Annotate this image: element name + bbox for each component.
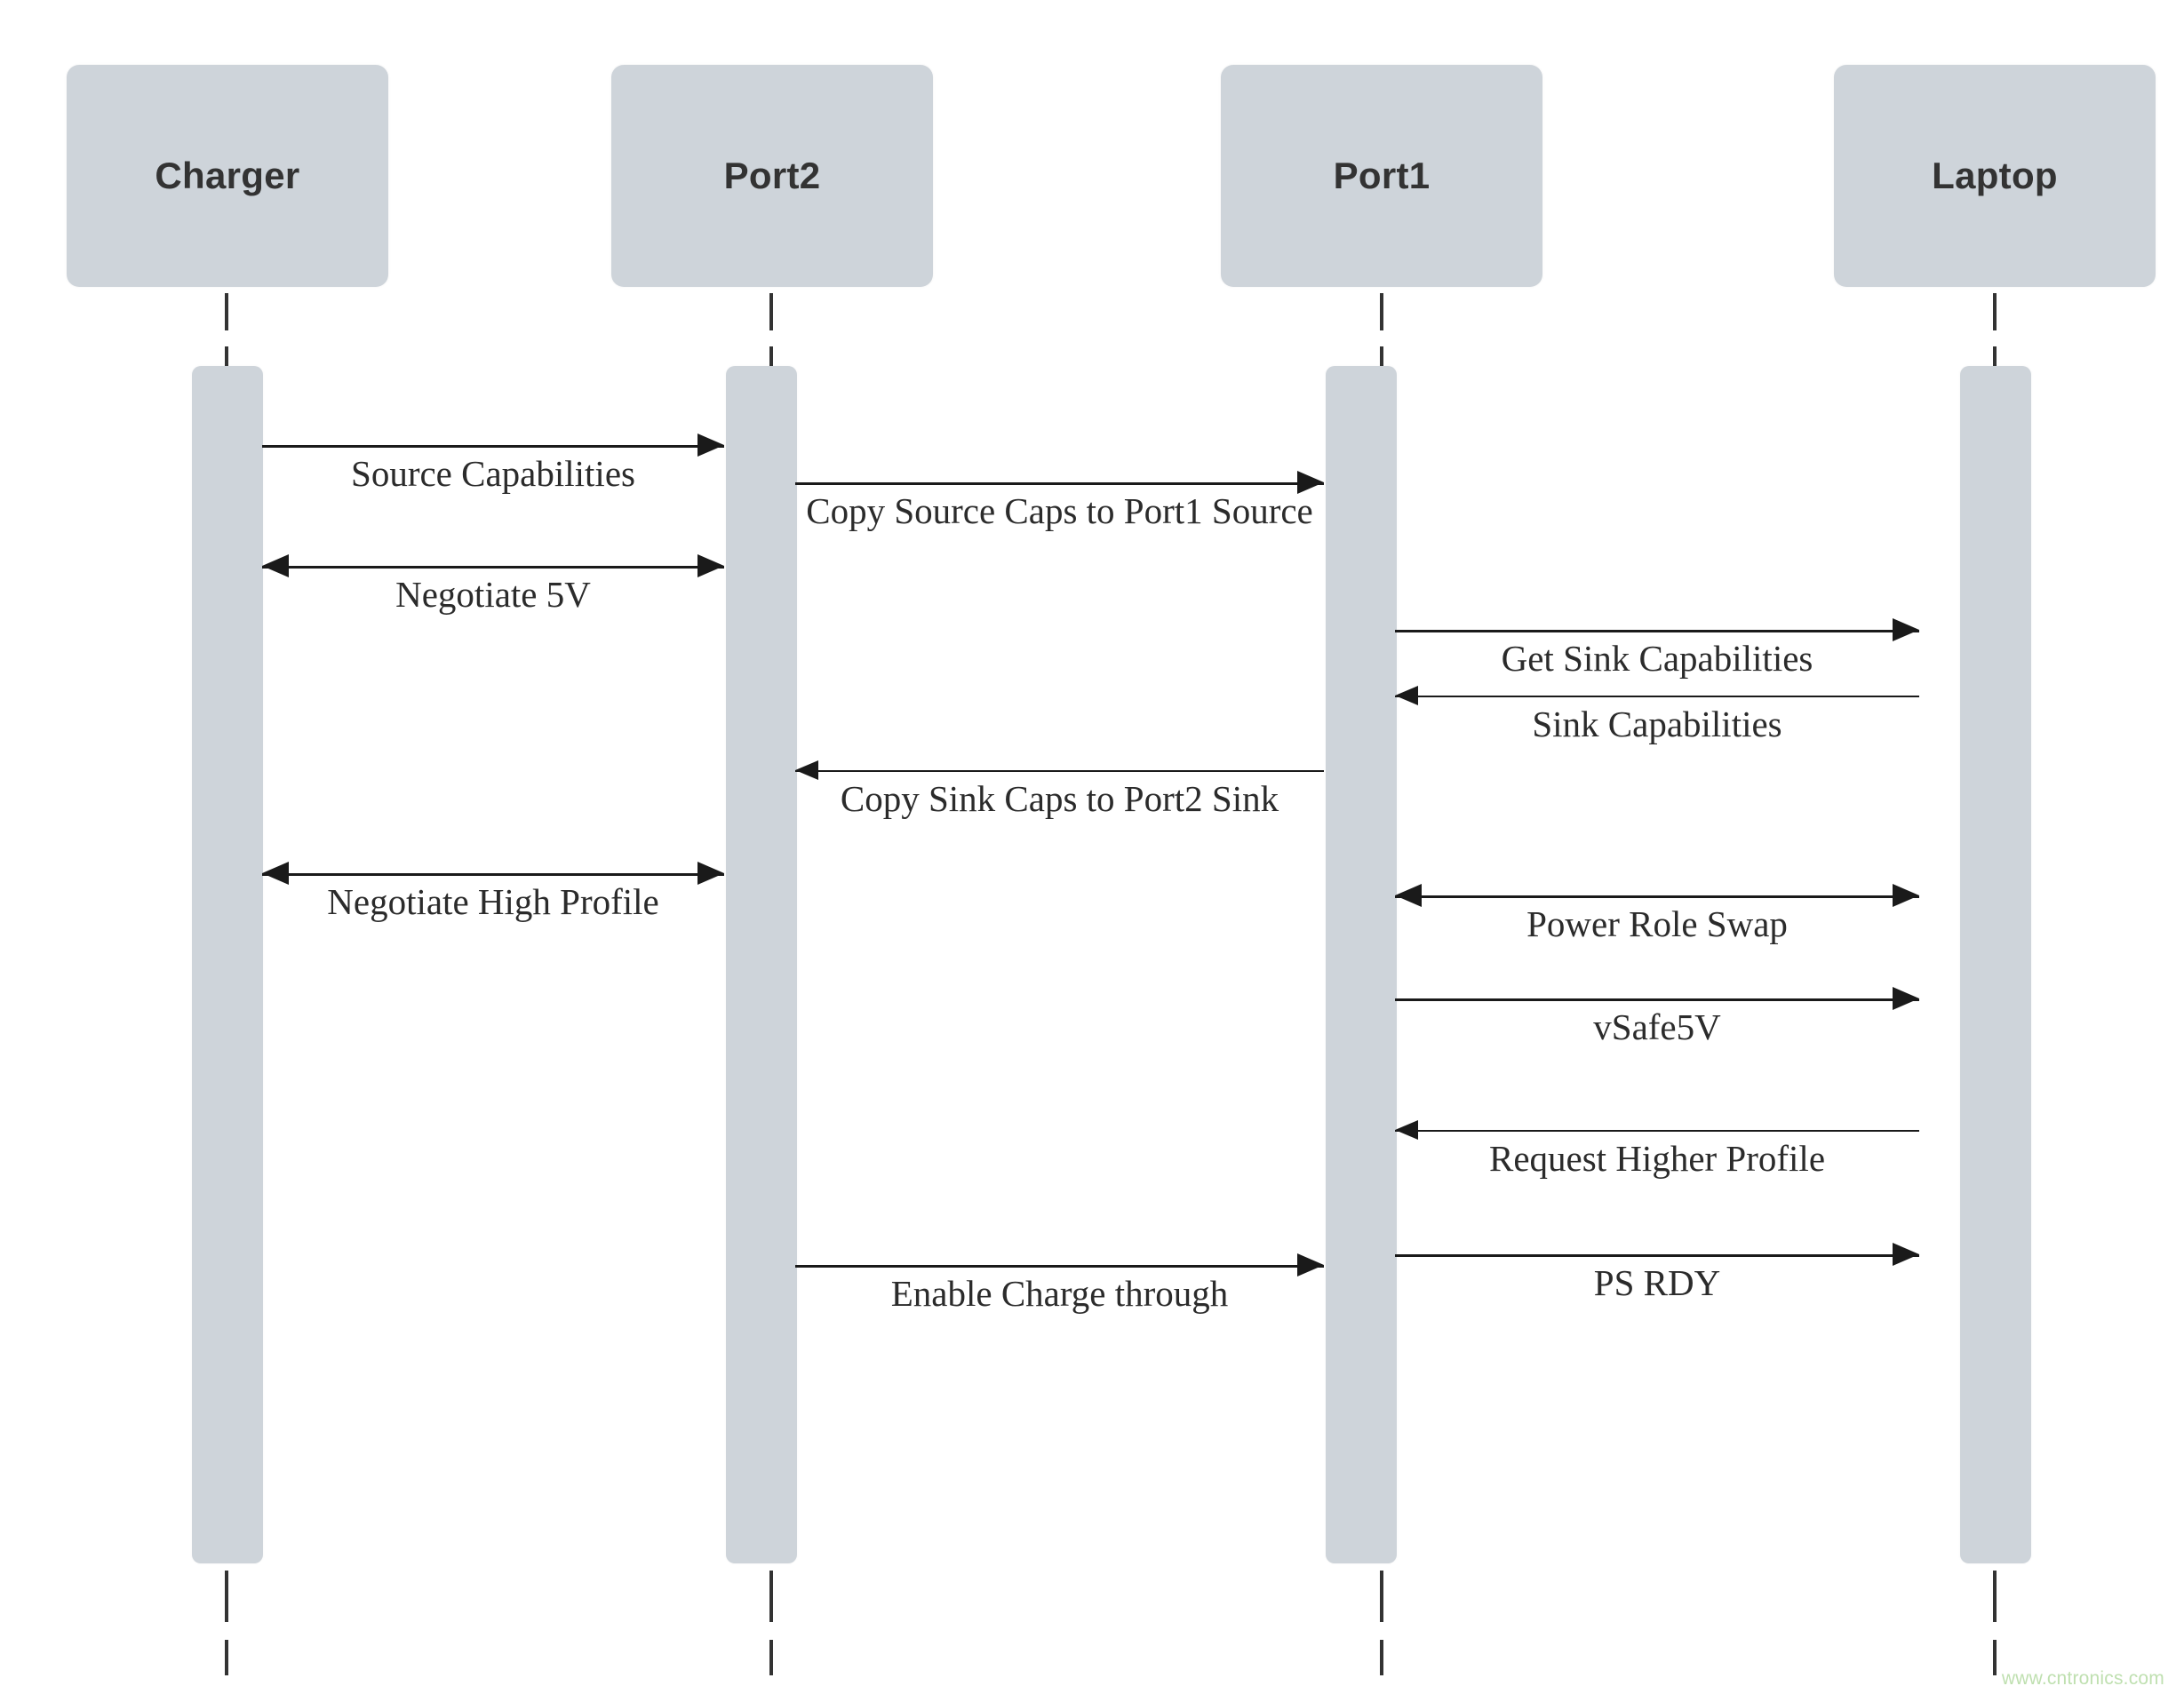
message-label: Enable Charge through [890,1273,1229,1314]
message-label: vSafe5V [1593,1006,1721,1047]
watermark: www.cntronics.com [2001,1668,2164,1689]
message-line [262,445,724,448]
arrowhead-right-icon [1893,618,1919,641]
message-label: Power Role Swap [1526,903,1788,944]
arrowhead-left-icon [1395,1120,1418,1140]
message-label: PS RDY [1593,1262,1721,1303]
lifeline-dash-port1-bot-a [1380,1571,1383,1622]
participant-label-port1: Port1 [1333,155,1431,196]
message-label: Negotiate High Profile [327,881,659,922]
lifeline-dash-port2-top-a [769,293,773,330]
participant-box-charger[interactable]: Charger [67,65,388,287]
message-line [795,770,1324,772]
participant-label-laptop: Laptop [1932,155,2058,196]
arrowhead-right-icon [1297,471,1324,494]
lifeline-dash-laptop-top-a [1993,293,1997,330]
arrowhead-right-icon [697,554,724,577]
activation-bar-port1 [1326,366,1397,1563]
arrowhead-left-icon [795,760,818,780]
arrowhead-left-icon [262,862,289,885]
message-line [1395,895,1919,898]
message-label: Sink Capabilities [1532,704,1782,744]
arrowhead-right-icon [1297,1253,1324,1276]
arrowhead-left-icon [262,554,289,577]
message-line [1395,1254,1919,1257]
lifeline-dash-port2-top-b [769,346,773,366]
message-line [1395,1130,1919,1132]
message-line [1395,630,1919,632]
arrowhead-right-icon [697,862,724,885]
participant-label-port2: Port2 [723,155,821,196]
arrowhead-right-icon [1893,1243,1919,1266]
lifeline-dash-charger-bot-b [225,1640,228,1675]
lifeline-dash-port1-bot-b [1380,1640,1383,1675]
arrowhead-right-icon [1893,987,1919,1010]
participant-box-port1[interactable]: Port1 [1221,65,1542,287]
participant-box-port2[interactable]: Port2 [611,65,933,287]
message-label: Source Capabilities [351,453,635,494]
arrowhead-right-icon [1893,884,1919,907]
message-line [795,482,1324,485]
lifeline-dash-port1-top-b [1380,346,1383,366]
message-line [1395,998,1919,1001]
arrowhead-left-icon [1395,686,1418,705]
lifeline-dash-charger-top-a [225,293,228,330]
lifeline-dash-charger-top-b [225,346,228,366]
message-label: Get Sink Capabilities [1501,638,1813,679]
arrowhead-left-icon [1395,884,1422,907]
message-line [262,873,724,876]
activation-bar-laptop [1960,366,2031,1563]
lifeline-dash-charger-bot-a [225,1571,228,1622]
activation-bar-charger [192,366,263,1563]
activation-bar-port2 [726,366,797,1563]
participant-box-laptop[interactable]: Laptop [1834,65,2156,287]
lifeline-dash-port2-bot-b [769,1640,773,1675]
lifeline-dash-port2-bot-a [769,1571,773,1622]
lifeline-dash-laptop-top-b [1993,346,1997,366]
message-line [795,1265,1324,1268]
lifeline-dash-laptop-bot-b [1993,1640,1997,1675]
lifeline-dash-port1-top-a [1380,293,1383,330]
message-line [1395,696,1919,697]
arrowhead-right-icon [697,433,724,457]
message-label: Request Higher Profile [1488,1138,1826,1179]
message-label: Copy Source Caps to Port1 Source [806,490,1313,531]
message-label: Negotiate 5V [395,574,591,615]
message-label: Copy Sink Caps to Port2 Sink [840,778,1279,819]
lifeline-dash-laptop-bot-a [1993,1571,1997,1622]
participant-label-charger: Charger [155,155,300,196]
message-line [262,566,724,569]
